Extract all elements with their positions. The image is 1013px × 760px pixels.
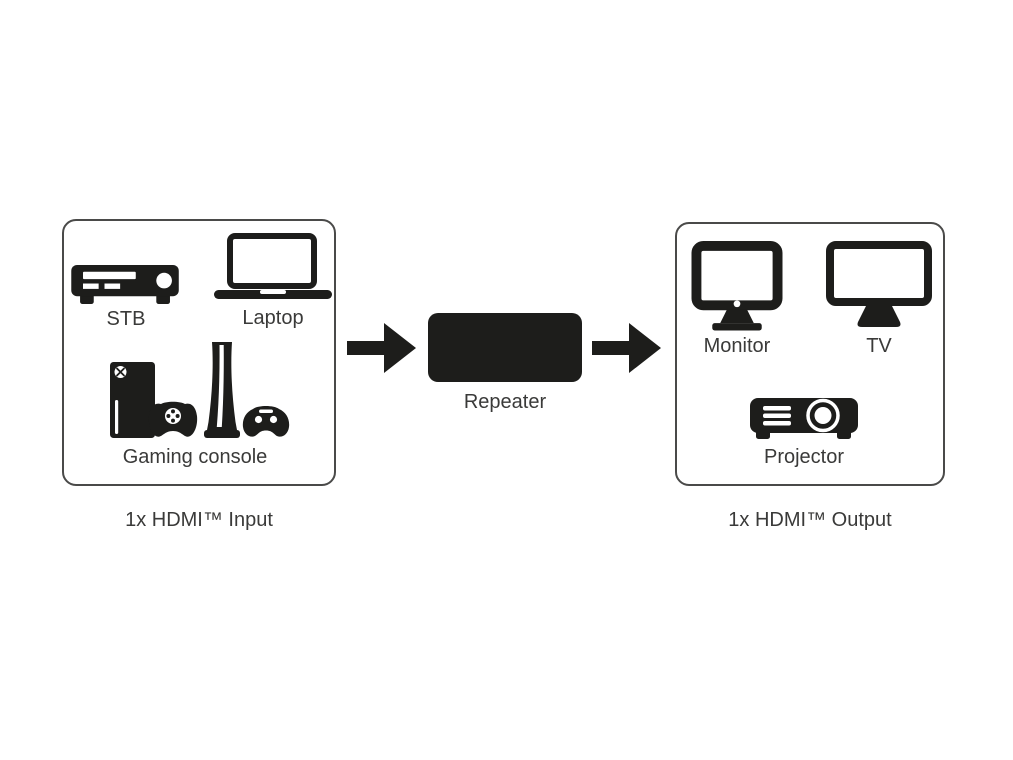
- device-label-tv: TV: [866, 335, 892, 357]
- device-label-stb: STB: [106, 308, 146, 330]
- output-devices-box: Monitor TV: [675, 222, 945, 486]
- device-label-monitor: Monitor: [703, 335, 771, 357]
- input-devices-box: STB Laptop: [62, 219, 336, 486]
- device-label-gaming-console: Gaming console: [122, 446, 268, 468]
- tv-icon: [826, 241, 932, 327]
- device-label-projector: Projector: [763, 446, 845, 468]
- gaming-console-icon: [110, 342, 290, 438]
- device-gaming-console: Gaming console: [97, 340, 293, 468]
- device-stb: STB: [68, 263, 184, 330]
- projector-icon: [750, 398, 858, 439]
- laptop-icon: [214, 233, 332, 299]
- repeater-label: Repeater: [463, 391, 547, 413]
- device-projector: Projector: [748, 398, 860, 468]
- device-monitor: Monitor: [689, 241, 785, 357]
- input-caption: 1x HDMI™ Input: [125, 509, 273, 531]
- device-laptop: Laptop: [214, 233, 332, 329]
- monitor-icon: [691, 241, 783, 331]
- output-caption: 1x HDMI™ Output: [728, 509, 892, 531]
- right-arrow-icon: [347, 323, 416, 373]
- repeater-block: [428, 313, 582, 382]
- set-top-box-icon: [71, 264, 179, 305]
- device-tv: TV: [823, 241, 935, 357]
- right-arrow-icon: [592, 323, 661, 373]
- device-label-laptop: Laptop: [242, 307, 304, 329]
